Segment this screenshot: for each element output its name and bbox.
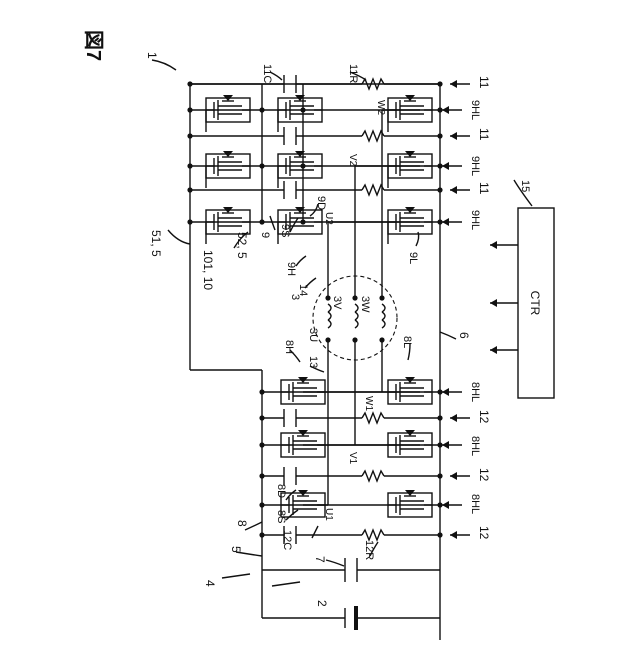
switch-8-r1-c1 <box>388 430 432 457</box>
switch-modules <box>187 84 442 517</box>
label-1: 1 <box>145 52 159 59</box>
switch-9-r0-c0 <box>206 95 250 122</box>
label-v2: V2 <box>347 154 358 167</box>
label-6: 6 <box>457 332 471 339</box>
lower-capacitor-rungs <box>259 409 442 544</box>
label-12c: 12C <box>281 530 293 550</box>
label-12b: 12 <box>477 468 491 482</box>
label-u2: U2 <box>323 212 334 225</box>
label-11r: 11R <box>347 64 359 83</box>
controller-ctr: CTR <box>490 208 554 398</box>
label-u1: U1 <box>323 508 334 521</box>
reference-labels: 111C11RW2V2U29D9S9H9L91433U3V3W51, 552, … <box>145 52 531 607</box>
battery-2 <box>345 606 358 630</box>
capacitor-7 <box>262 558 440 582</box>
label-52-5: 52, 5 <box>235 232 249 259</box>
label-8h: 8H <box>283 340 295 354</box>
label-12r: 12R <box>363 540 375 560</box>
label-8l: 8L <box>401 336 413 348</box>
label-51-5: 51, 5 <box>149 230 163 257</box>
label-11b: 11 <box>477 128 491 141</box>
label-13: 13 <box>307 356 319 368</box>
label-12a: 12 <box>477 410 491 424</box>
label-5: 5 <box>229 546 243 553</box>
figure-title: 図7 <box>82 30 104 61</box>
upper-capacitor-rungs <box>187 75 442 199</box>
label-3v: 3V <box>331 296 343 310</box>
reference-arrows <box>222 80 470 586</box>
label-8hlc: 8HL <box>469 494 481 514</box>
label-101-10: 101, 10 <box>201 250 215 290</box>
label-9s: 9S <box>279 224 291 237</box>
switch-9-r1-c0 <box>206 151 250 178</box>
label-9: 9 <box>259 232 271 238</box>
label-4: 4 <box>203 580 217 587</box>
label-9h: 9H <box>285 262 297 276</box>
switch-8-r2-c1 <box>388 490 432 517</box>
label-8s: 8S <box>275 510 287 523</box>
label-11c: 11 <box>477 182 491 195</box>
label-8hla: 8HL <box>469 382 481 402</box>
label-3w: 3W <box>359 296 371 313</box>
label-9l: 9L <box>407 252 419 264</box>
label-9hlb: 9HL <box>469 156 481 176</box>
label-9hla: 9HL <box>469 100 481 120</box>
switch-9-r2-c2 <box>388 207 432 234</box>
label-8hlb: 8HL <box>469 436 481 456</box>
switch-9-r2-c0 <box>206 207 250 234</box>
label-11a: 11 <box>477 76 491 89</box>
ctr-label: CTR <box>528 291 542 316</box>
label-w1: W1 <box>363 396 374 411</box>
switch-9-r1-c1 <box>278 151 322 178</box>
label-15: 15 <box>519 180 531 192</box>
switch-8-r0-c0 <box>281 377 325 404</box>
label-8d: 8D <box>275 484 287 498</box>
lower-inverter-rails <box>262 370 440 618</box>
label-12c: 12 <box>477 526 491 540</box>
label-7: 7 <box>313 556 327 563</box>
switch-9-r0-c1 <box>278 95 322 122</box>
label-3: 3 <box>289 294 301 300</box>
lower-phase-wires <box>303 340 420 505</box>
switch-8-r0-c1 <box>388 377 432 404</box>
switch-9-r0-c2 <box>388 95 432 122</box>
upper-phase-wires <box>328 110 420 298</box>
label-2: 2 <box>315 600 329 607</box>
label-v1: V1 <box>347 452 358 465</box>
label-8: 8 <box>235 520 249 527</box>
label-9d: 9D <box>315 196 327 210</box>
label-11c: 11C <box>261 64 273 83</box>
label-w2: W2 <box>375 100 386 115</box>
switch-9-r1-c2 <box>388 151 432 178</box>
label-3u: 3U <box>307 328 319 342</box>
switch-8-r1-c0 <box>281 430 325 457</box>
label-9hlc: 9HL <box>469 210 481 230</box>
